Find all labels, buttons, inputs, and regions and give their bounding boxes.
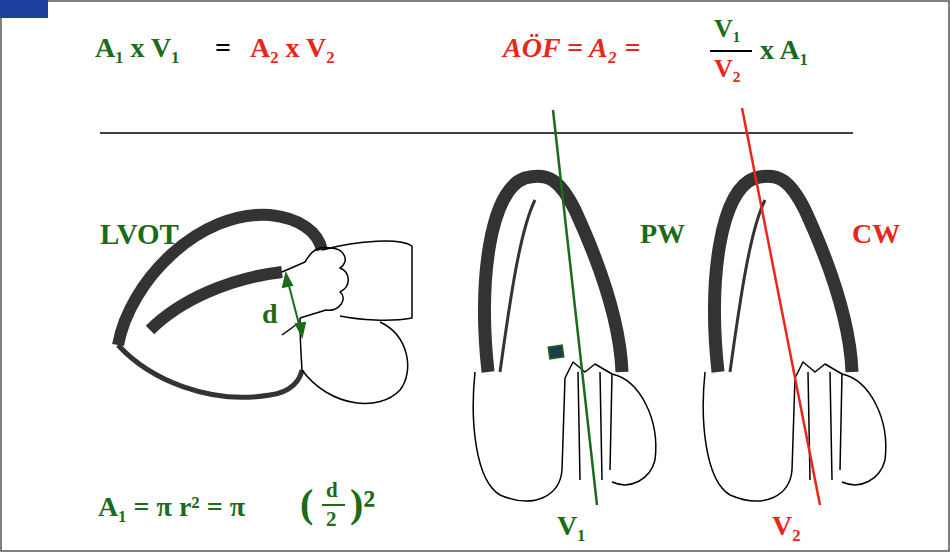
sample-volume [548,345,564,359]
view-label: CW [852,220,900,248]
fraction-numerator: V₁ [714,16,741,42]
bracket: ( [300,484,313,524]
formula-term: A₁ = π r² = π [98,493,245,521]
diameter-arrow [283,274,305,336]
cw-beam [742,108,820,505]
pw-beam [553,110,597,505]
formula-term: A₁ x V₁ [95,34,180,62]
dimension-label: d [262,300,278,328]
view-label: PW [640,220,685,248]
fraction-numerator: d [326,480,338,501]
apical-heart-pw [473,176,656,501]
equals-sign: = [215,34,231,62]
fraction-bar [322,504,345,506]
fraction-denominator: 2 [326,509,337,530]
divider-line [100,132,853,134]
fraction-bar [710,50,752,52]
view-label: LVOT [100,220,179,249]
corner-mark [0,0,48,18]
formula-term: A₂ x V₂ [250,34,335,62]
bracket: )² [350,484,375,524]
formula-term: x A₁ [760,36,808,64]
formula-term: AÖF = A₂ = [503,34,640,62]
velocity-label: V₂ [772,512,801,540]
velocity-label: V₁ [557,512,586,540]
fraction-denominator: V₂ [714,56,741,82]
